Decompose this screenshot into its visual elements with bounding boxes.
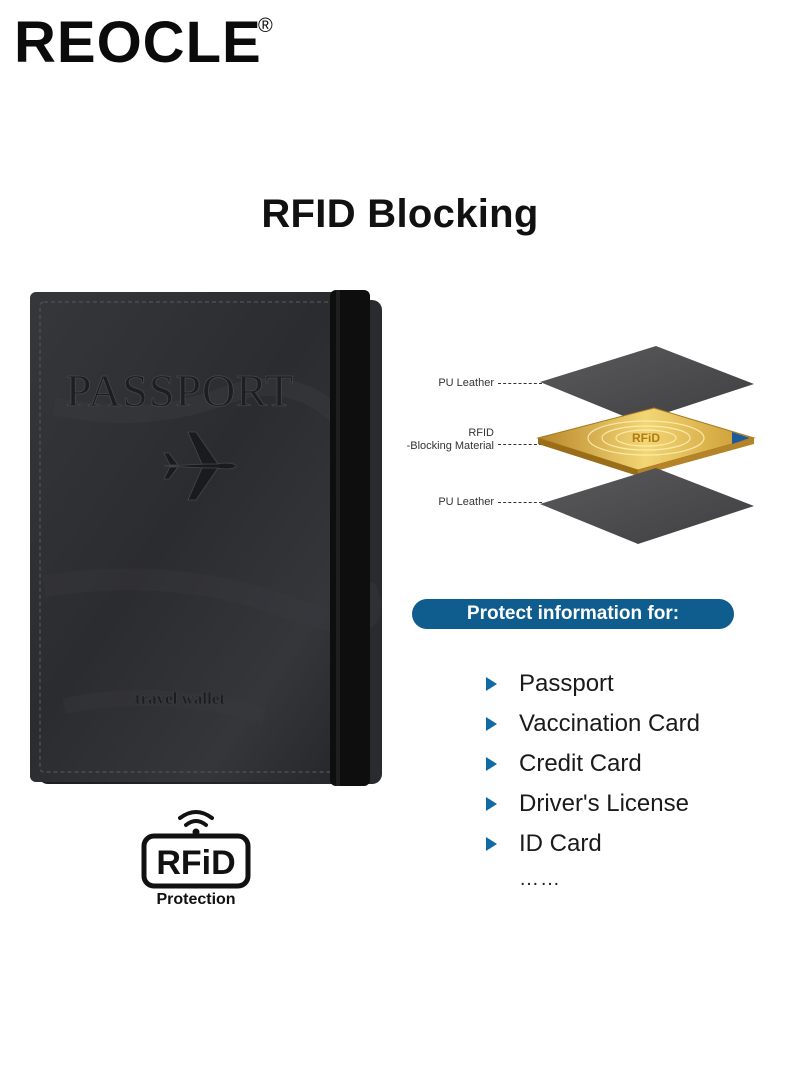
triangle-bullet-icon [486,797,497,811]
brand-logo-graphic: REOCLE ® [14,10,273,72]
layer-corner-marker [732,432,750,444]
list-item: Vaccination Card [486,704,786,744]
passport-wallet-image: PASSPORT travel wallet [24,286,396,788]
list-item-label: Vaccination Card [519,710,700,737]
layer-label-bottom: PU Leather [438,496,494,508]
pu-leather-bottom-layer [540,468,754,544]
headline: RFID Blocking [261,192,539,236]
leader-line-bottom [498,502,542,503]
protect-list: Passport Vaccination Card Credit Card Dr… [486,664,786,864]
list-item: Driver's License [486,784,786,824]
pu-leather-top-layer [540,346,754,422]
list-item: Credit Card [486,744,786,784]
layer-label-middle-2: -Blocking Material [406,440,494,452]
triangle-bullet-icon [486,717,497,731]
layer-diagram: RFiD [528,340,768,552]
list-item-label: Credit Card [519,750,642,777]
registered-mark: ® [258,15,273,37]
wallet-emboss-subtitle: travel wallet [135,689,225,708]
protect-banner: Protect information for: [412,599,734,629]
rfid-chip-label: RFiD [632,431,660,445]
triangle-bullet-icon [486,677,497,691]
rfid-badge-label: RFiD [156,844,235,882]
rfid-protection-badge: RFiD Protection [136,806,256,910]
rfid-signal-icon [178,810,214,836]
list-item: Passport [486,664,786,704]
rfid-badge-frame [141,833,251,889]
list-item-label: Passport [519,670,614,697]
layer-label-top: PU Leather [438,377,494,389]
airplane-icon [163,431,237,501]
rfid-badge-caption: Protection [156,891,235,908]
brand-name: REOCLE [14,10,262,72]
leader-line-middle [498,444,542,445]
triangle-bullet-icon [486,837,497,851]
more-ellipsis: …… [519,868,561,890]
layer-label-middle-1: RFID [468,427,494,439]
list-item-label: Driver's License [519,790,689,817]
list-item: ID Card [486,824,786,864]
leader-line-top [498,383,542,384]
wallet-front-cover [30,292,370,782]
wallet-emboss-title: PASSPORT [66,365,295,416]
list-item-label: ID Card [519,830,602,857]
triangle-bullet-icon [486,757,497,771]
brand-logo: REOCLE ® [14,6,284,72]
